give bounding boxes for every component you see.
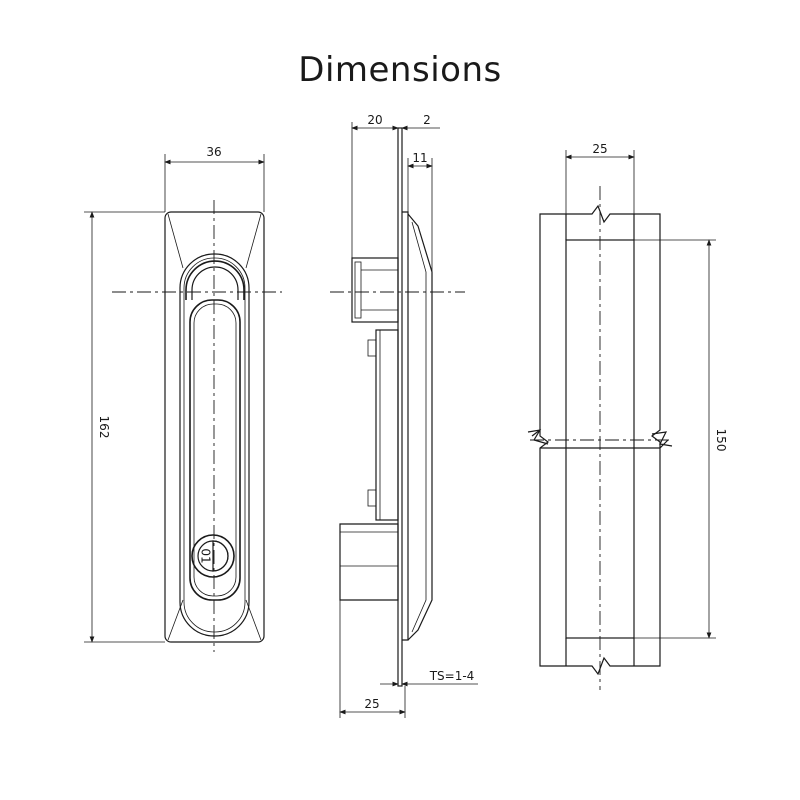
key-label: 01: [199, 548, 213, 563]
side-depth-20: 20: [367, 113, 382, 127]
front-height-dimension: 162: [97, 416, 111, 439]
cutout-view: 25 150: [527, 142, 728, 690]
cutout-width-dimension: 25: [592, 142, 607, 156]
handle-body: [164, 211, 265, 643]
side-depth-25: 25: [364, 697, 379, 711]
side-view: 20 2 11 25 TS=1-4: [330, 113, 478, 718]
rear-latch: [351, 257, 399, 323]
rear-housing: [375, 329, 399, 521]
side-thickness-2: 2: [423, 113, 431, 127]
side-projection-11: 11: [412, 151, 427, 165]
panel-thickness-label: TS=1-4: [429, 669, 475, 683]
lever: [189, 299, 241, 601]
lock-cylinder: [191, 534, 235, 578]
front-width-dimension: 36: [206, 145, 221, 159]
front-view: 01 36 162: [84, 145, 282, 652]
cutout-height-dimension: 150: [714, 429, 728, 452]
grip-loop: [185, 260, 245, 300]
handle-recess: [179, 253, 250, 637]
page-title: Dimensions: [298, 50, 502, 90]
cam: [339, 523, 399, 601]
